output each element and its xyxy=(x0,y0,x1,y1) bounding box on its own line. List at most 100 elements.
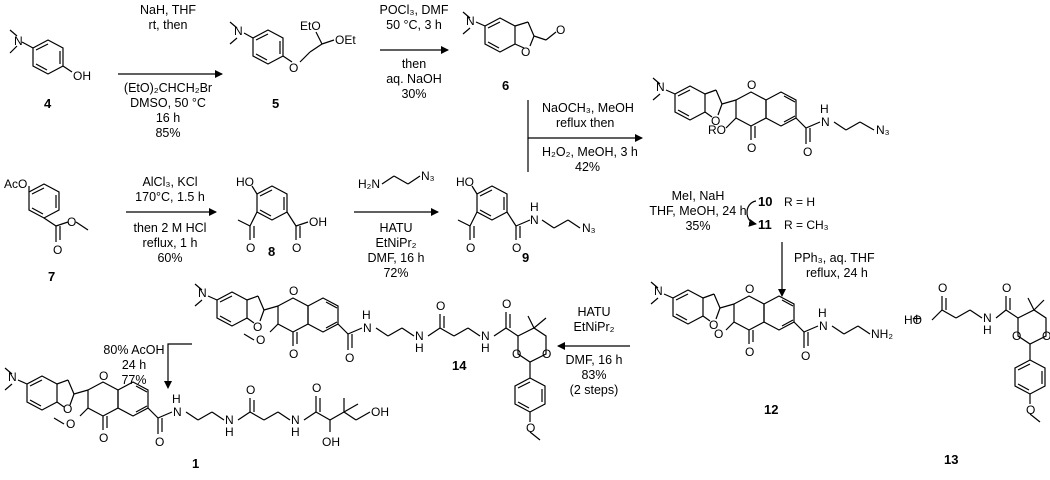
step-6-line-1: MeI, NaH xyxy=(672,189,725,203)
compound-10-amide-o: O xyxy=(803,145,812,159)
compound-9-amide-o: O xyxy=(512,241,521,255)
step-2-line-4: aq. NaOH xyxy=(386,72,442,86)
compound-14-amide-h-3: H xyxy=(481,341,490,355)
compound-13-ho: HO xyxy=(904,313,922,327)
compound-4-structure xyxy=(9,29,73,75)
step-2-line-5: 30% xyxy=(401,87,426,101)
compound-11-label: 11 xyxy=(758,217,772,232)
step-5-line-2: EtNiPr₂ xyxy=(376,236,417,250)
step-2-conditions: POCl₃, DMF 50 °C, 3 h then aq. NaOH 30% xyxy=(380,3,449,101)
compound-14-furan-o: O xyxy=(253,320,262,334)
compound-12-furan-o: O xyxy=(709,318,718,332)
step-8-line-3: DMF, 16 h xyxy=(566,353,623,367)
compound-13-amide-o: O xyxy=(1002,281,1011,295)
arrow-step-6 xyxy=(746,200,757,227)
compound-10-amide-n: N xyxy=(821,115,830,129)
compound-1-amide-o-1: O xyxy=(155,435,164,449)
step-3-conditions: NaOCH₃, MeOH reflux then H₂O₂, MeOH, 3 h… xyxy=(542,101,638,174)
step-4-line-3: then 2 M HCl xyxy=(134,221,207,235)
step-1-line-5: 16 h xyxy=(156,111,180,125)
step-5-amine-h2n: H₂N xyxy=(358,177,380,191)
compound-1-pyranone-o: O xyxy=(99,369,108,383)
compound-14-acetal-o-1: O xyxy=(512,347,521,361)
compound-14-ketone-o: O xyxy=(289,347,298,361)
step-4-conditions: AlCl₃, KCl 170°C, 1.5 h then 2 M HCl ref… xyxy=(134,175,207,265)
compound-1-methoxy-o: O xyxy=(66,417,75,431)
compound-1-amide-o-3: O xyxy=(312,381,321,395)
compound-12-n: N xyxy=(654,284,663,298)
compound-9-amide-h: H xyxy=(530,200,539,214)
step-7-line-1: PPh₃, aq. THF xyxy=(794,251,875,265)
compound-6-label: 6 xyxy=(502,78,509,93)
compound-9-label: 9 xyxy=(522,250,529,265)
compound-1-amide-h-3: H xyxy=(291,425,300,439)
compound-14-amide-o-3: O xyxy=(502,297,511,311)
compound-14-amide-n-2: N xyxy=(415,329,424,343)
compound-14-amide-n-1: N xyxy=(363,321,372,335)
compound-11-r-def: R = CH₃ xyxy=(784,218,829,232)
compound-5-eto: EtO xyxy=(300,19,321,33)
compound-14-pyranone-o: O xyxy=(289,284,298,298)
compound-5-label: 5 xyxy=(272,96,279,111)
compound-7-carbonyl-o: O xyxy=(53,243,62,257)
compound-14-pmp-o: O xyxy=(526,421,535,435)
compound-12-ketone-o: O xyxy=(745,345,754,359)
compound-10-n: N xyxy=(656,80,665,94)
compound-1-amide-n-2: N xyxy=(225,413,234,427)
step-7-line-2: reflux, 24 h xyxy=(806,266,868,280)
compound-12-pyranone-o: O xyxy=(745,282,754,296)
compound-1-label: 1 xyxy=(192,456,199,471)
compound-4-oh: OH xyxy=(73,69,91,83)
compound-12-methoxy-o: O xyxy=(714,327,723,341)
compound-14-n: N xyxy=(198,286,207,300)
compound-9-ho: HO xyxy=(456,175,474,189)
step-1-line-3: (EtO)₂CHCH₂Br xyxy=(124,81,212,95)
compound-5-oet: OEt xyxy=(335,33,356,47)
compound-8-acid-o: O xyxy=(292,241,301,255)
compound-14-amide-o-1: O xyxy=(345,351,354,365)
compound-10-ketone-o: O xyxy=(747,141,756,155)
step-6-conditions: MeI, NaH THF, MeOH, 24 h 35% xyxy=(649,189,746,233)
step-3-line-1: NaOCH₃, MeOH xyxy=(542,101,634,115)
compound-10-r-def: R = H xyxy=(784,195,815,209)
step-1-line-1: NaH, THF xyxy=(140,3,196,17)
step-4-line-1: AlCl₃, KCl xyxy=(142,175,197,189)
step-1-line-2: rt, then xyxy=(149,18,188,32)
compound-14-methoxy-o: O xyxy=(256,333,265,347)
step-3-line-4: 42% xyxy=(575,160,600,174)
compound-14-amide-h-2: H xyxy=(415,341,424,355)
compound-13-methoxy-o: O xyxy=(1026,403,1035,417)
compound-9-azide: N₃ xyxy=(582,221,596,235)
compound-14-amide-n-3: N xyxy=(481,329,490,343)
compound-8-ho: HO xyxy=(236,175,254,189)
compound-12-amide-o: O xyxy=(801,349,810,363)
compound-6-structure xyxy=(462,11,557,53)
step-5-line-1: HATU xyxy=(379,221,412,235)
compound-14-amide-h-1: H xyxy=(362,308,371,322)
compound-1-amide-h-1: H xyxy=(172,392,181,406)
compound-12-amine: NH₂ xyxy=(871,327,893,341)
compound-7-ester-o: O xyxy=(67,215,76,229)
step-9-line-1: 80% AcOH xyxy=(103,343,164,357)
step-4-line-2: 170°C, 1.5 h xyxy=(135,190,205,204)
compound-5-structure xyxy=(229,21,335,65)
compound-8-structure xyxy=(237,185,309,240)
compound-13-amide-n: N xyxy=(983,311,992,325)
step-5-amine-azide: N₃ xyxy=(421,169,435,183)
compound-8-ketone-o: O xyxy=(246,241,255,255)
compound-7-aco: AcO xyxy=(4,177,27,191)
step-7-conditions: PPh₃, aq. THF reflux, 24 h xyxy=(794,251,875,280)
compound-10-label: 10 xyxy=(758,194,772,209)
compound-10-amide-h: H xyxy=(820,102,829,116)
step-8-line-2: EtNiPr₂ xyxy=(574,320,615,334)
compound-9-ketone-o: O xyxy=(466,241,475,255)
step-2-line-2: 50 °C, 3 h xyxy=(386,18,442,32)
compound-6-ring-o: O xyxy=(521,45,530,59)
step-5-line-4: 72% xyxy=(383,266,408,280)
compound-10-pyranone-o: O xyxy=(747,78,756,92)
compound-1-n: N xyxy=(8,370,17,384)
step-1-conditions: NaH, THF rt, then (EtO)₂CHCH₂Br DMSO, 50… xyxy=(124,3,212,140)
step-4-line-4: reflux, 1 h xyxy=(143,236,198,250)
compound-13-acetal-o-1: O xyxy=(1012,329,1021,343)
